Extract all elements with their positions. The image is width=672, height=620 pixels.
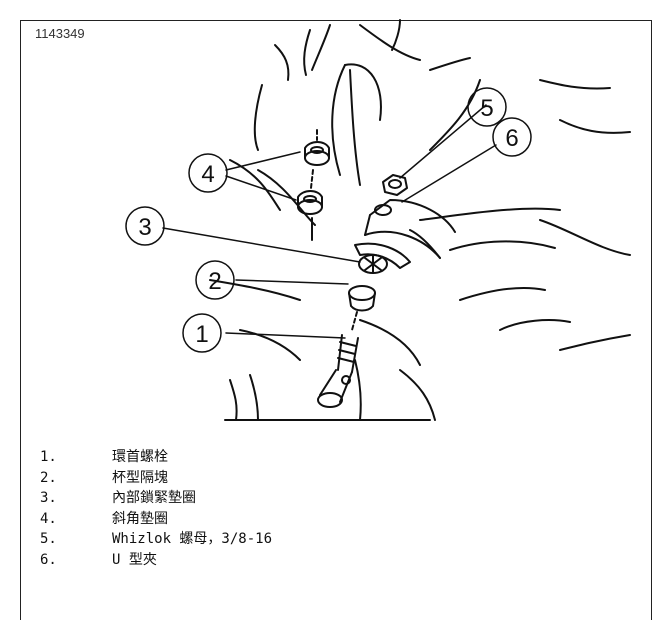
legend-number: 5. [40, 531, 57, 547]
legend-item: 3. 內部鎖緊墊圈 [40, 488, 272, 509]
cup-spacer [348, 285, 376, 312]
callout-1: 1 [195, 321, 208, 348]
eye-bolt [317, 311, 359, 408]
legend-number: 3. [40, 490, 57, 506]
legend-item: 2. 杯型隔塊 [40, 468, 272, 489]
callout-4: 4 [201, 161, 214, 188]
callout-5: 5 [480, 95, 493, 122]
lock-washer [358, 254, 388, 274]
figure-id: 1143349 [35, 26, 85, 41]
leader-lines [162, 104, 497, 339]
legend-number: 6. [40, 551, 57, 568]
legend-number: 1. [40, 449, 57, 465]
legend-number: 2. [40, 469, 57, 486]
legend-item: 6. U 型夾 [40, 550, 272, 571]
legend-text: U 型夾 [112, 551, 157, 568]
parts-legend: 1. 環首螺栓 2. 杯型隔塊 3. 內部鎖緊墊圈 4. 斜角墊圈 5. Whi… [40, 447, 272, 570]
exploded-diagram: 4 5 6 3 2 1 [125, 19, 631, 421]
frame-outline-lines [209, 19, 631, 421]
legend-number: 4. [40, 510, 57, 527]
legend-text: 內部鎖緊墊圈 [112, 490, 196, 506]
whizlok-nut [382, 174, 408, 196]
legend-text: 環首螺栓 [112, 449, 168, 465]
legend-item: 4. 斜角墊圈 [40, 509, 272, 530]
callout-circles [125, 87, 532, 353]
legend-item: 5. Whizlok 螺母，3/8-16 [40, 529, 272, 550]
legend-text: 杯型隔塊 [112, 469, 168, 486]
u-clamp [354, 199, 456, 269]
callout-2: 2 [208, 268, 221, 295]
figure-frame [20, 20, 652, 620]
callout-3: 3 [138, 214, 151, 241]
bevel-washers [297, 129, 330, 241]
legend-text: 斜角墊圈 [112, 510, 168, 527]
legend-item: 1. 環首螺栓 [40, 447, 272, 468]
callout-6: 6 [505, 125, 518, 152]
legend-text: Whizlok 螺母，3/8-16 [112, 531, 273, 547]
